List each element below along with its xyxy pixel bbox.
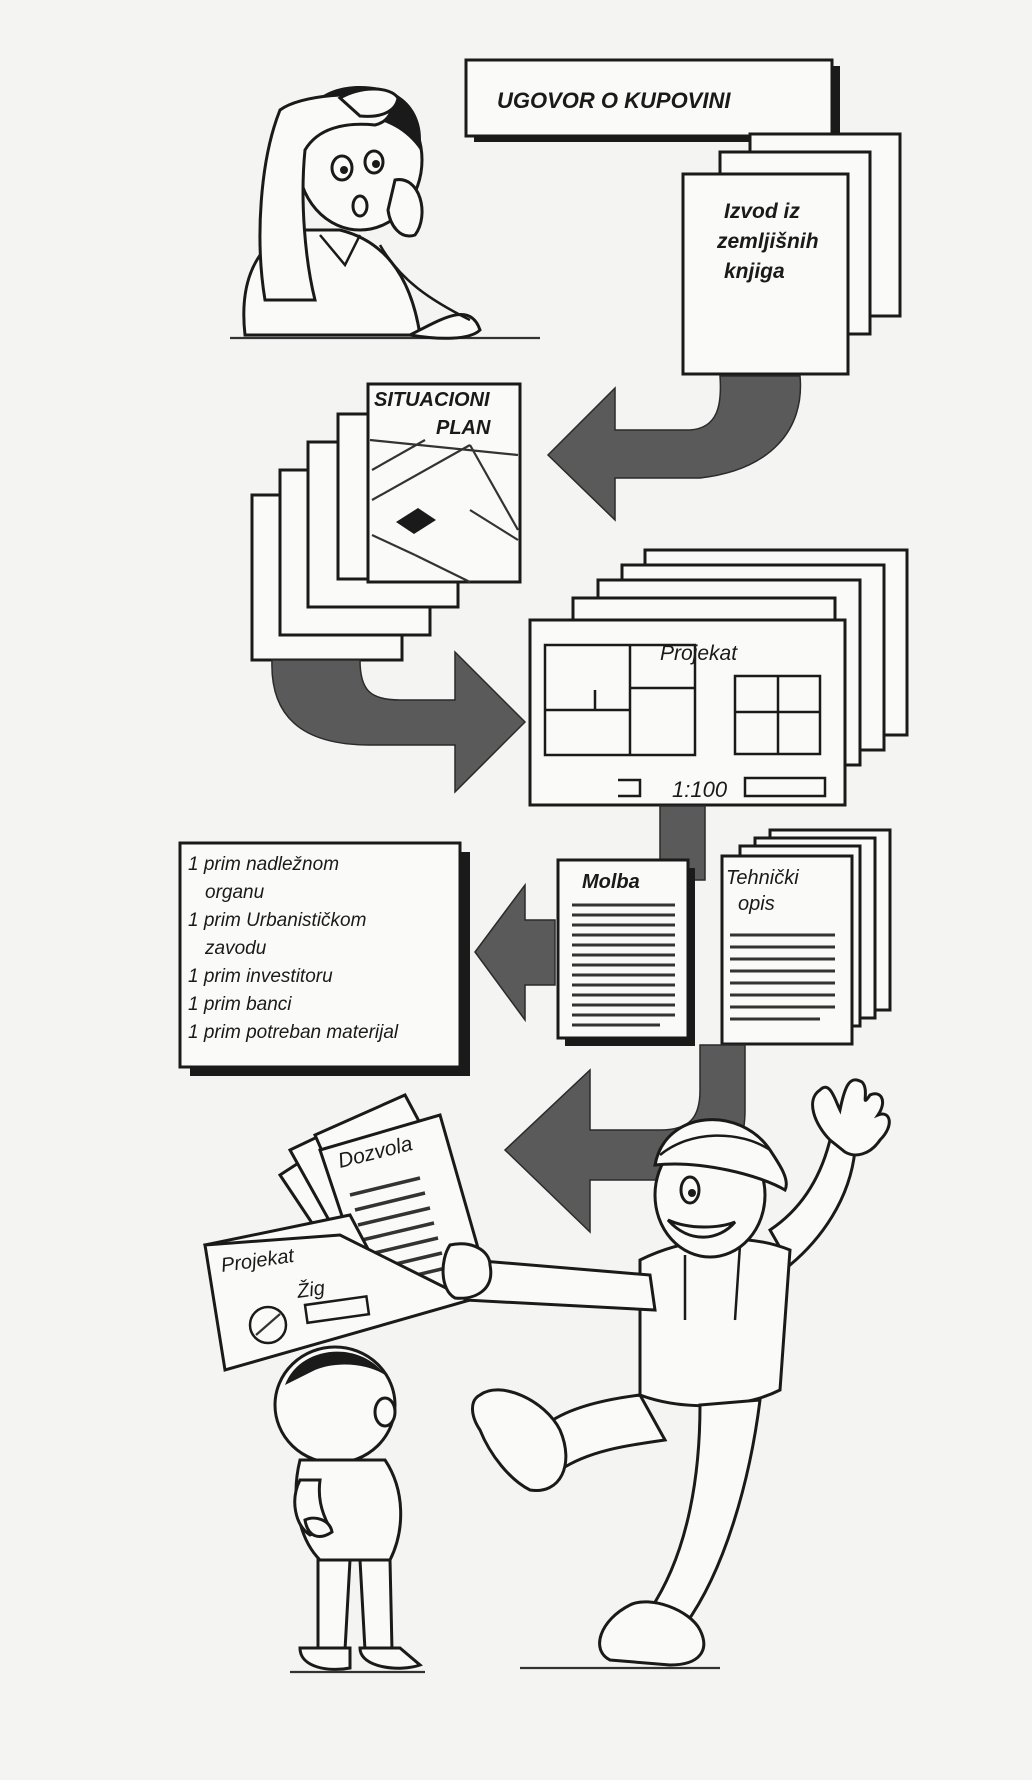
distribution-item-3: 1 prim Urbanističkom	[188, 910, 366, 931]
distribution-item-7: 1 prim potreban materijal	[188, 1022, 399, 1043]
application-text-lines	[572, 903, 675, 1027]
arrow-siteplan-to-project	[271, 650, 527, 794]
arrow-registry-to-siteplan	[546, 375, 802, 522]
technical-description-line-1: Tehnički	[726, 867, 799, 889]
distribution-item-1: 1 prim nadležnom	[188, 854, 339, 875]
land-registry-line-1: Izvod iz	[724, 200, 800, 223]
application-label: Molba	[582, 871, 640, 893]
site-plan-line-2: PLAN	[436, 417, 491, 439]
project-stack: Projekat 1:100	[528, 548, 909, 807]
site-plan-line-1: SITUACIONI	[374, 389, 490, 411]
technical-description-stack: Tehnički opis	[720, 828, 892, 1046]
technical-description-text-lines	[730, 933, 835, 1021]
permit-papers: Dozvola Projekat Žig	[203, 1093, 492, 1372]
technical-description-line-2: opis	[738, 893, 775, 915]
distribution-list: 1 prim nadležnom organu 1 prim Urbanisti…	[178, 841, 470, 1076]
child-illustration	[273, 1345, 425, 1674]
distribution-item-5: 1 prim investitoru	[188, 966, 333, 987]
worried-man-illustration	[230, 85, 540, 340]
distribution-item-6: 1 prim banci	[188, 994, 292, 1015]
land-registry-line-2: zemljišnih	[716, 230, 819, 253]
contract-label: UGOVOR O KUPOVINI	[497, 88, 731, 113]
stamp-icon	[248, 1305, 288, 1345]
distribution-item-4: zavodu	[204, 938, 267, 959]
site-plan-stack: SITUACIONI PLAN	[250, 382, 522, 662]
application-document: Molba	[556, 858, 695, 1046]
arrow-to-distribution	[474, 882, 556, 1023]
stamp-label: Žig	[295, 1276, 327, 1303]
land-registry-line-3: knjiga	[724, 260, 785, 283]
distribution-item-2: organu	[205, 882, 265, 903]
land-registry-stack: Izvod iz zemljišnih knjiga	[681, 132, 902, 376]
happy-man-illustration	[441, 1078, 891, 1670]
project-title: Projekat	[660, 642, 738, 665]
project-scale: 1:100	[672, 777, 728, 802]
contract-document: UGOVOR O KUPOVINI	[464, 58, 840, 142]
